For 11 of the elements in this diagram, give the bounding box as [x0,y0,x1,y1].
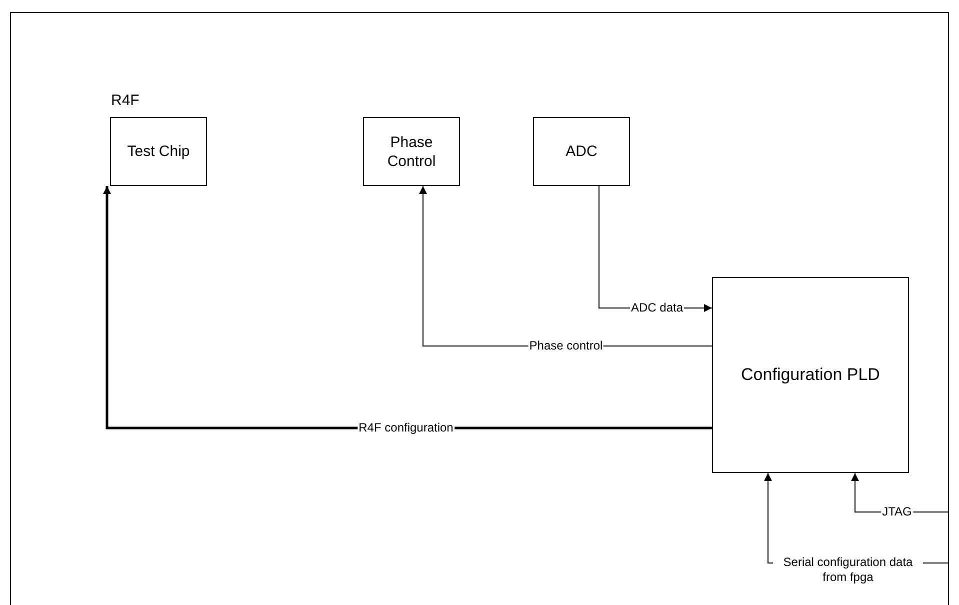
block-box [712,277,909,473]
edge-label: Serial configuration data from fpga [773,555,923,585]
block-label: Phase Control [386,132,437,170]
arrow [103,186,712,430]
block-caption: R4F [111,90,140,110]
block-label: ADC [564,142,598,161]
block-label: Test Chip [126,142,191,161]
block-box [533,117,630,186]
block-label: Configuration PLD [740,364,881,386]
block-box [363,117,460,186]
edge-label: R4F configuration [358,420,454,436]
